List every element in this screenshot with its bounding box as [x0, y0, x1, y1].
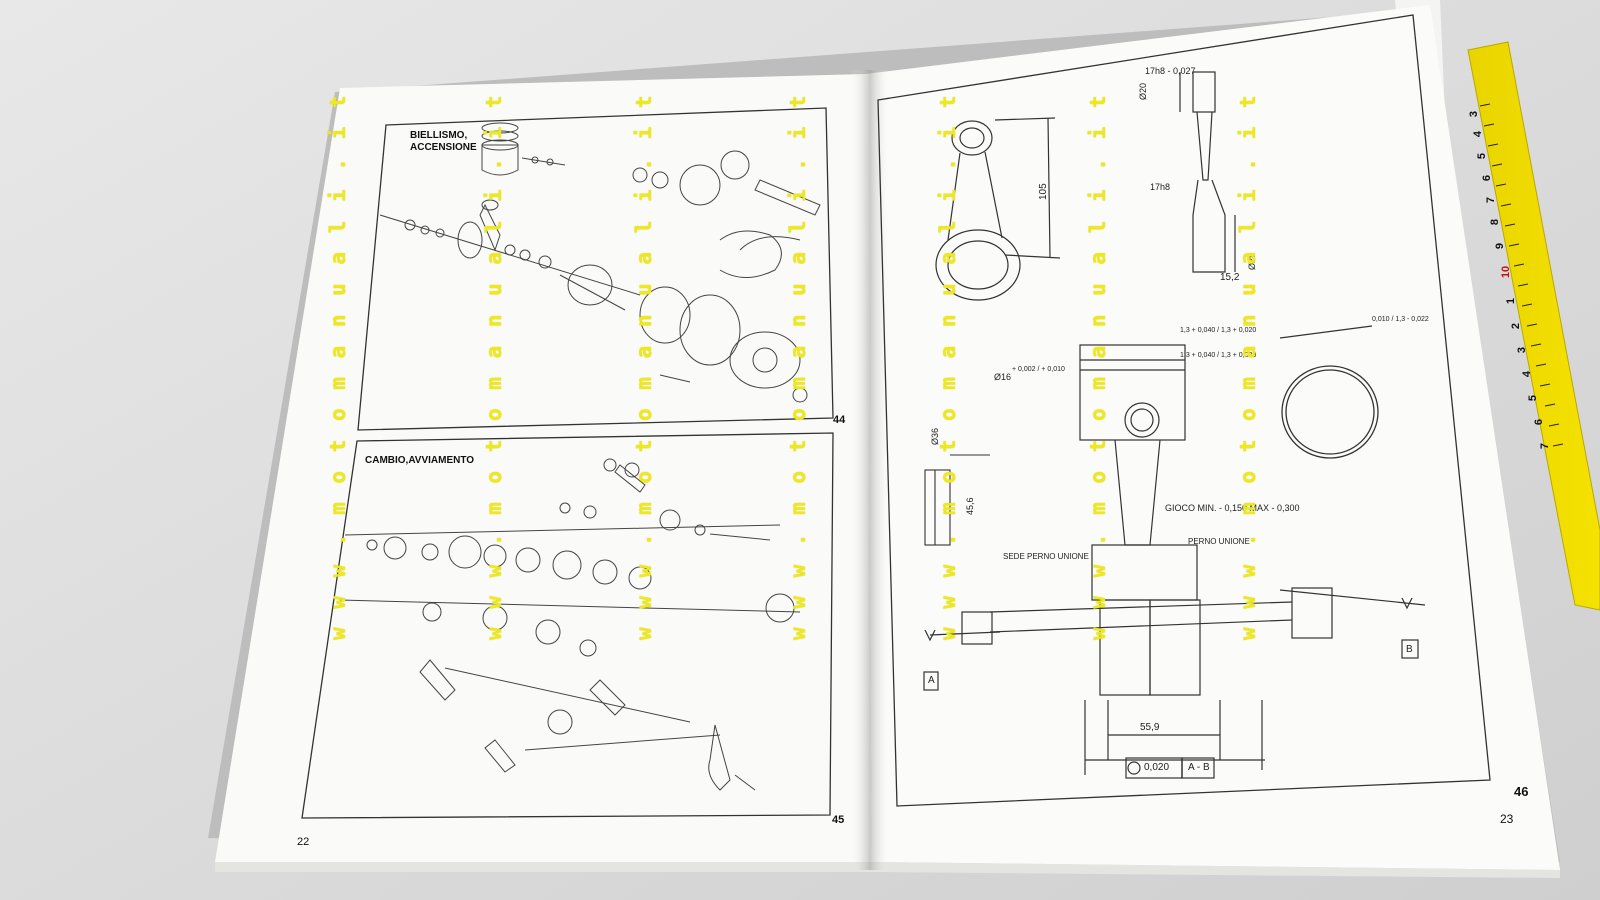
tape-number: 2: [1510, 322, 1523, 330]
tape-number: 5: [1527, 394, 1540, 402]
tape-ticks: [1479, 103, 1564, 447]
gearbox-starter-drawing: [339, 458, 801, 791]
watermark-1: w w w . m o t o m a n u a l i . i t: [326, 92, 350, 640]
pin-tolerance: + 0,002 / + 0,010: [1012, 366, 1065, 373]
ring-tolerance-1: 1,3 + 0,040 / 1,3 + 0,020: [1180, 327, 1257, 334]
center-distance: 105: [1038, 183, 1049, 200]
figure-44-frame: [357, 107, 834, 431]
watermark-6: w w w . m o t o m a n u a l i . i t: [1086, 92, 1110, 640]
left-page: [215, 74, 872, 862]
book-gutter: [850, 70, 890, 870]
tape-number: 7: [1539, 442, 1552, 450]
figure-44-title: BIELLISMO, ACCENSIONE: [410, 130, 477, 154]
tape-number: 9: [1494, 242, 1507, 250]
figure-45-number: 45: [832, 814, 845, 826]
watermark-7: w w w . m o t o m a n u a l i . i t: [1236, 92, 1260, 640]
shaft-span: 55,9: [1140, 722, 1160, 733]
right-page-number: 23: [1500, 812, 1514, 826]
crankshaft-ignition-drawing: [379, 122, 821, 403]
pin-diameter: Ø16: [994, 372, 1012, 382]
left-page-number: 22: [297, 836, 310, 848]
runout-value: 0,020: [1144, 762, 1170, 773]
ring-gap-tolerance: 0,010 / 1,3 - 0,022: [1372, 316, 1429, 323]
pin-label: PERNO UNIONE: [1188, 537, 1250, 546]
figure-46-number: 46: [1514, 784, 1529, 799]
watermark-3: w w w . m o t o m a n u a l i . i t: [632, 92, 656, 640]
tape-number: 7: [1485, 196, 1498, 204]
runout-reference: A - B: [1188, 762, 1210, 773]
tape-number: 3: [1468, 110, 1481, 118]
rod-top-width: 17h8 - 0,027: [1145, 66, 1196, 76]
tape-number: 3: [1516, 346, 1529, 354]
tape-number: 6: [1533, 418, 1546, 426]
seat-label: SEDE PERNO UNIONE: [1003, 552, 1089, 561]
clearance-note: GIOCO MIN. - 0,150 MAX - 0,300: [1165, 503, 1300, 513]
datum-a: A: [928, 675, 935, 686]
watermark-2: w w w . m o t o m a n u a l i . i t: [482, 92, 506, 640]
measuring-tape: [1467, 41, 1600, 611]
connecting-rod-drawing: [935, 117, 1061, 301]
tape-number: 10: [1500, 265, 1513, 279]
figure-44-title-line1: BIELLISMO,: [410, 130, 468, 141]
tape-number: 1: [1505, 297, 1518, 305]
watermark-4: w w w . m o t o m a n u a l i . i t: [786, 92, 810, 640]
rod-bottom-width: 17h8: [1150, 182, 1171, 192]
ring-groove-drawing: [924, 454, 990, 546]
tape-number: 8: [1489, 218, 1502, 226]
tape-number: 4: [1472, 130, 1485, 138]
rod-profile-drawing: [1179, 71, 1236, 273]
rod-thickness: 15,2: [1220, 272, 1240, 283]
rod-top-width-tol: - 0,027: [1167, 66, 1196, 76]
tape-number: 5: [1476, 152, 1489, 160]
ring-tolerance-2: 1,3 + 0,040 / 1,3 + 0,020: [1180, 352, 1257, 359]
figure-44-title-line2: ACCENSIONE: [410, 142, 477, 153]
datum-b: B: [1406, 644, 1413, 655]
figure-45-title: CAMBIO,AVVIAMENTO: [365, 455, 475, 466]
small-end-diameter: Ø20: [1138, 82, 1148, 100]
right-page: [865, 5, 1560, 870]
figure-45-frame: [301, 432, 834, 819]
tape-number: 6: [1481, 174, 1494, 182]
rod-top-width-value: 17h8: [1145, 66, 1166, 76]
crank-width: 45,6: [965, 497, 975, 515]
piston-ring-drawing: [1279, 325, 1379, 459]
watermark-5: w w w . m o t o m a n u a l i . i t: [936, 92, 960, 640]
crank-assembly-drawing: [923, 344, 1426, 779]
figure-44-number: 44: [833, 414, 846, 426]
figure-46-frame: [877, 14, 1491, 807]
tape-number: 4: [1521, 370, 1534, 378]
